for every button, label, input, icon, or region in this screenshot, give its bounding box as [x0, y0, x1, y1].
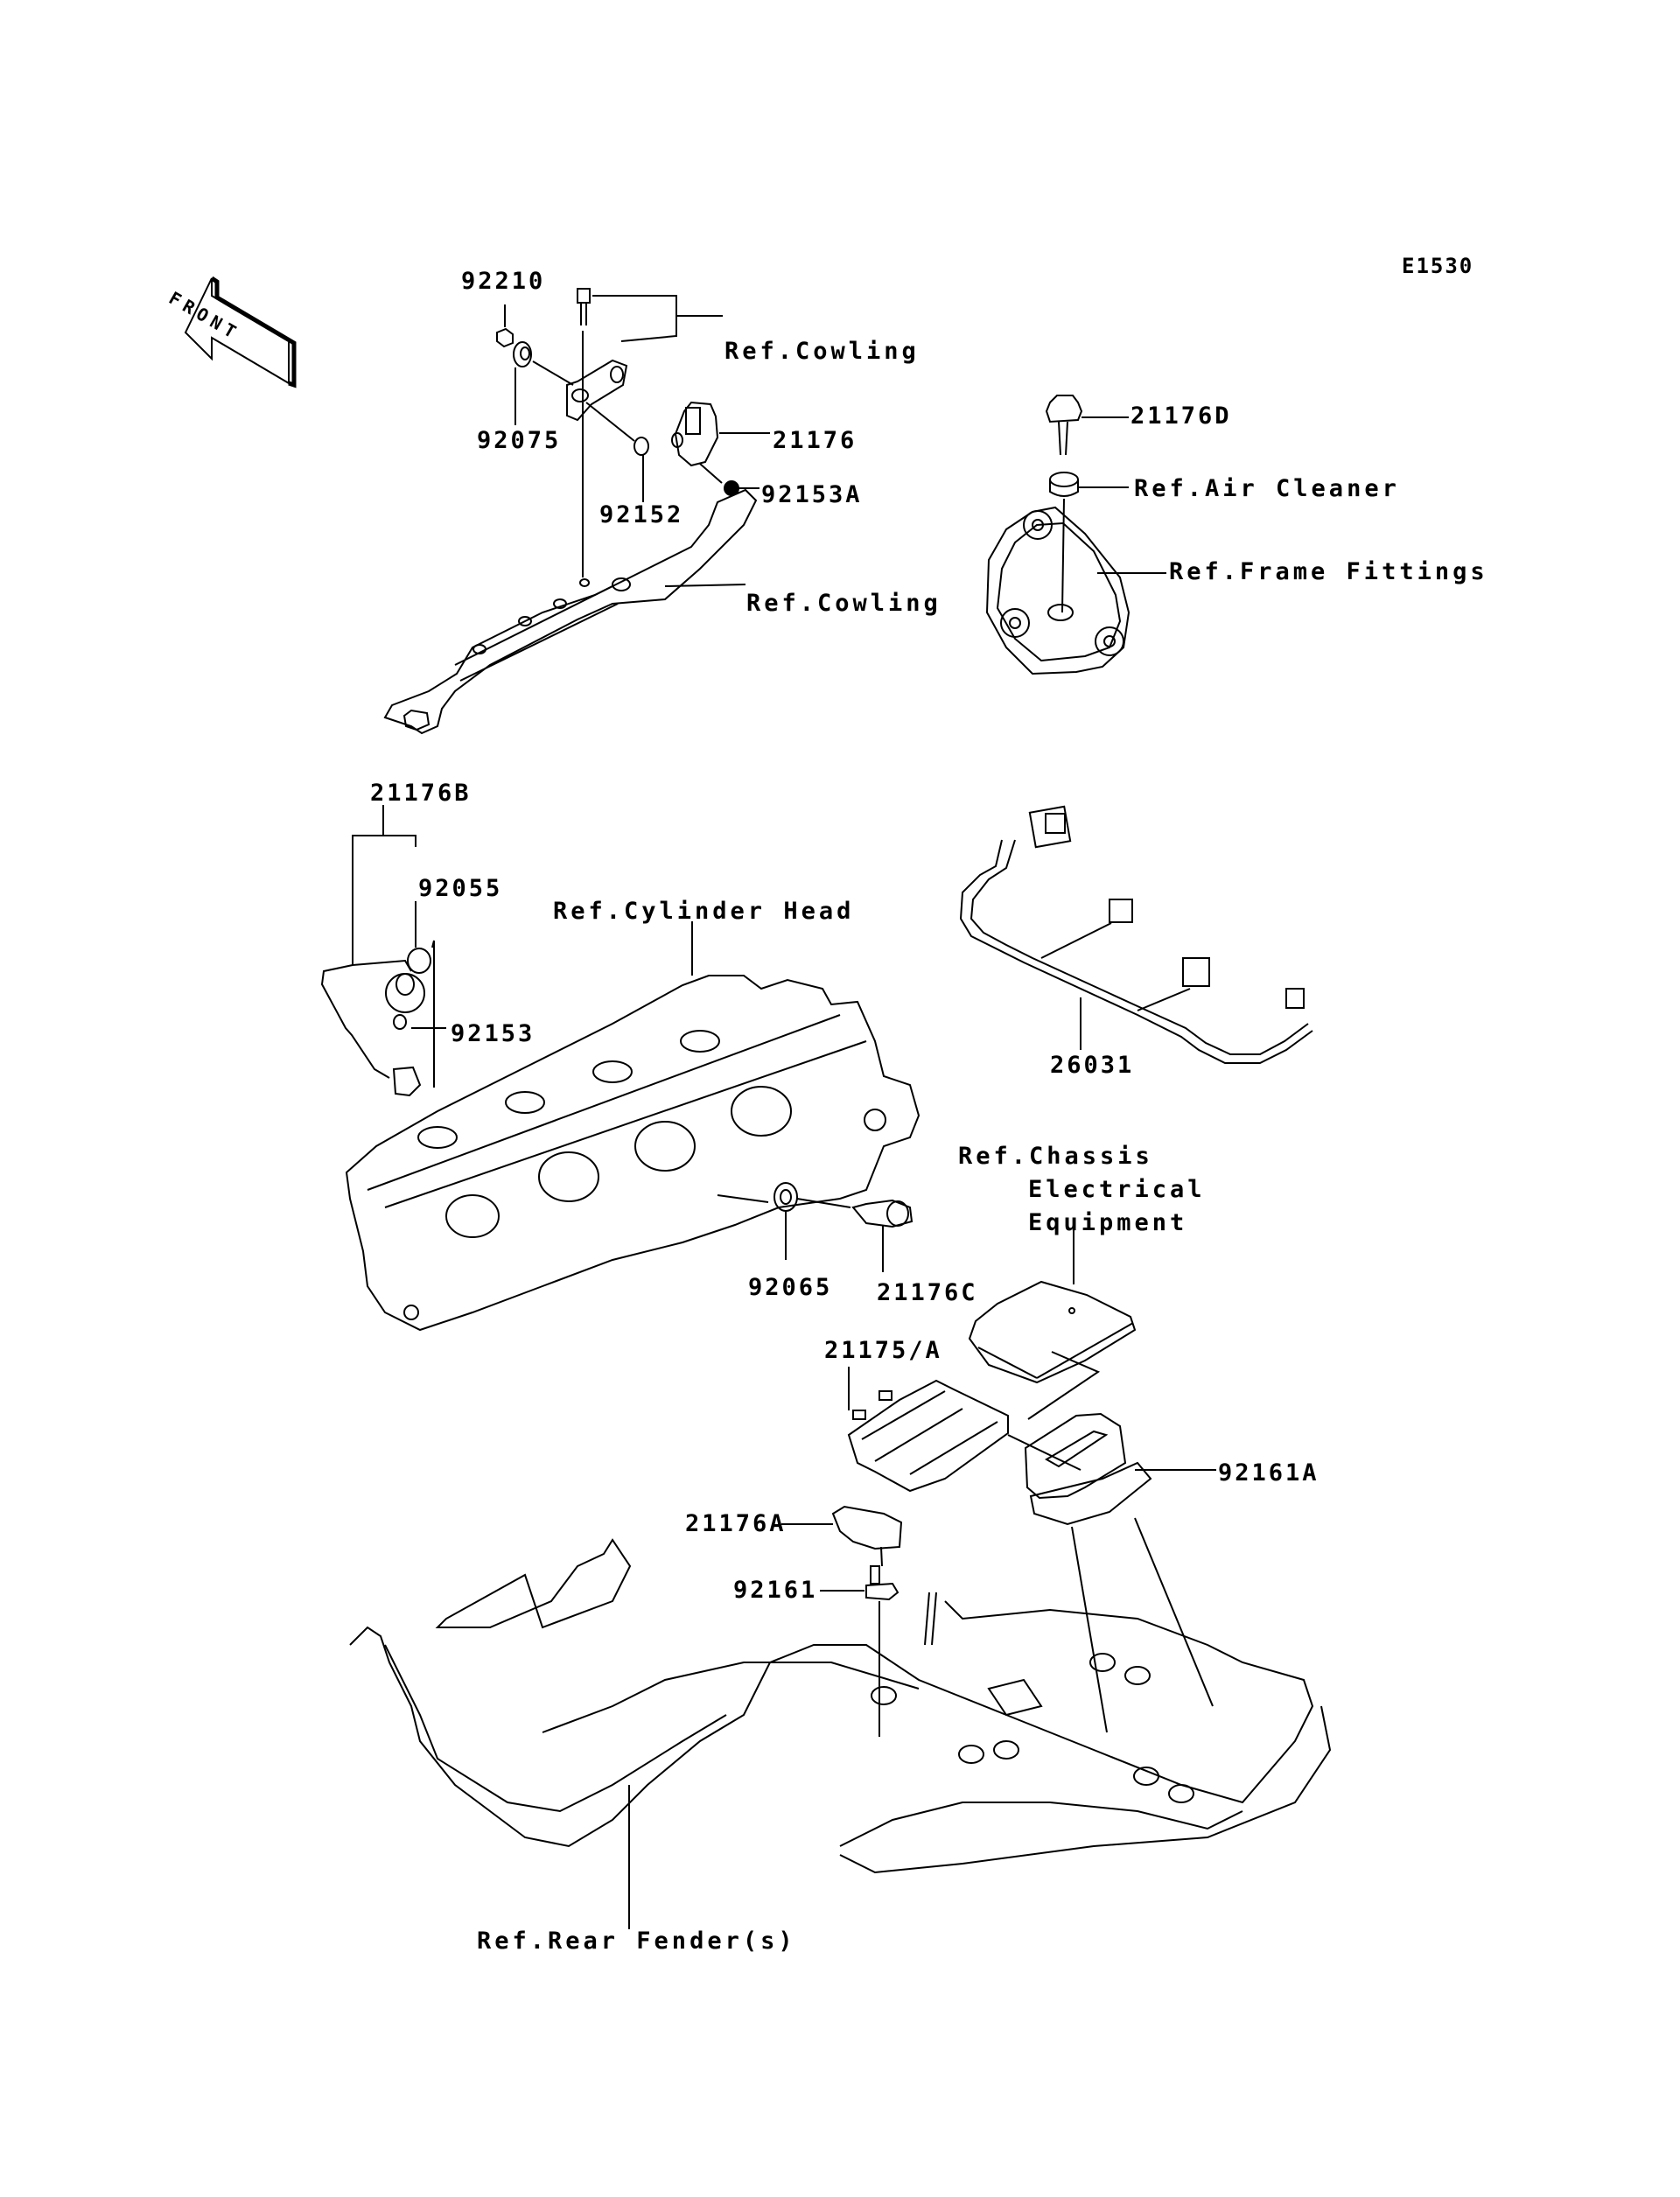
part-label-21176B[interactable]: 21176B	[370, 780, 472, 807]
diagram-code: E1530	[1402, 254, 1474, 278]
ref-label-cowling-bracket[interactable]: Ref.Cowling	[746, 590, 942, 617]
electrical-module	[968, 1229, 1137, 1420]
cylinder-head	[345, 921, 920, 1332]
sensor-21176B-group	[320, 805, 446, 1097]
part-label-21175A[interactable]: 21175/A	[824, 1337, 942, 1364]
tray-92161A	[1024, 1412, 1216, 1733]
ref-label-chassis-electrical[interactable]: Ref.Chassis Electrical Equipment	[958, 1144, 1206, 1235]
sensor-21176A-group	[781, 1505, 903, 1737]
ref-label-air-cleaner[interactable]: Ref.Air Cleaner	[1134, 475, 1400, 502]
part-label-92075[interactable]: 92075	[477, 427, 562, 454]
part-label-92055[interactable]: 92055	[418, 875, 503, 902]
part-label-92065[interactable]: 92065	[748, 1274, 833, 1301]
ref-label-frame-fittings[interactable]: Ref.Frame Fittings	[1169, 558, 1488, 585]
front-arrow-icon	[184, 276, 297, 388]
part-label-21176C[interactable]: 21176C	[877, 1279, 978, 1306]
part-label-92153A[interactable]: 92153A	[761, 481, 863, 508]
wire-harness-26031	[959, 805, 1313, 1064]
part-label-21176[interactable]: 21176	[773, 427, 858, 454]
part-label-92161[interactable]: 92161	[733, 1577, 818, 1604]
ref-label-cowling-top[interactable]: Ref.Cowling	[724, 338, 920, 365]
ref-chassis-line-1: Ref.Chassis	[958, 1143, 1153, 1170]
rear-fender	[349, 1538, 1332, 1929]
ref-chassis-line-3: Equipment	[1028, 1209, 1188, 1236]
part-label-21176D[interactable]: 21176D	[1130, 402, 1232, 430]
part-label-92153[interactable]: 92153	[451, 1020, 536, 1047]
part-label-21176A[interactable]: 21176A	[685, 1510, 787, 1537]
sensor-21176D-group	[985, 395, 1166, 675]
part-label-92210[interactable]: 92210	[461, 268, 546, 295]
part-label-92152[interactable]: 92152	[599, 501, 684, 528]
part-label-92161A[interactable]: 92161A	[1218, 1459, 1320, 1487]
ecu-21175A	[847, 1367, 1082, 1493]
sensor-21176-group	[383, 288, 770, 735]
ref-label-cylinder-head[interactable]: Ref.Cylinder Head	[553, 898, 855, 925]
ref-label-rear-fender[interactable]: Ref.Rear Fender(s)	[477, 1928, 796, 1955]
sensor-21176C-group	[774, 1182, 914, 1272]
ref-chassis-line-2: Electrical	[1028, 1176, 1206, 1203]
part-label-26031[interactable]: 26031	[1050, 1052, 1135, 1079]
